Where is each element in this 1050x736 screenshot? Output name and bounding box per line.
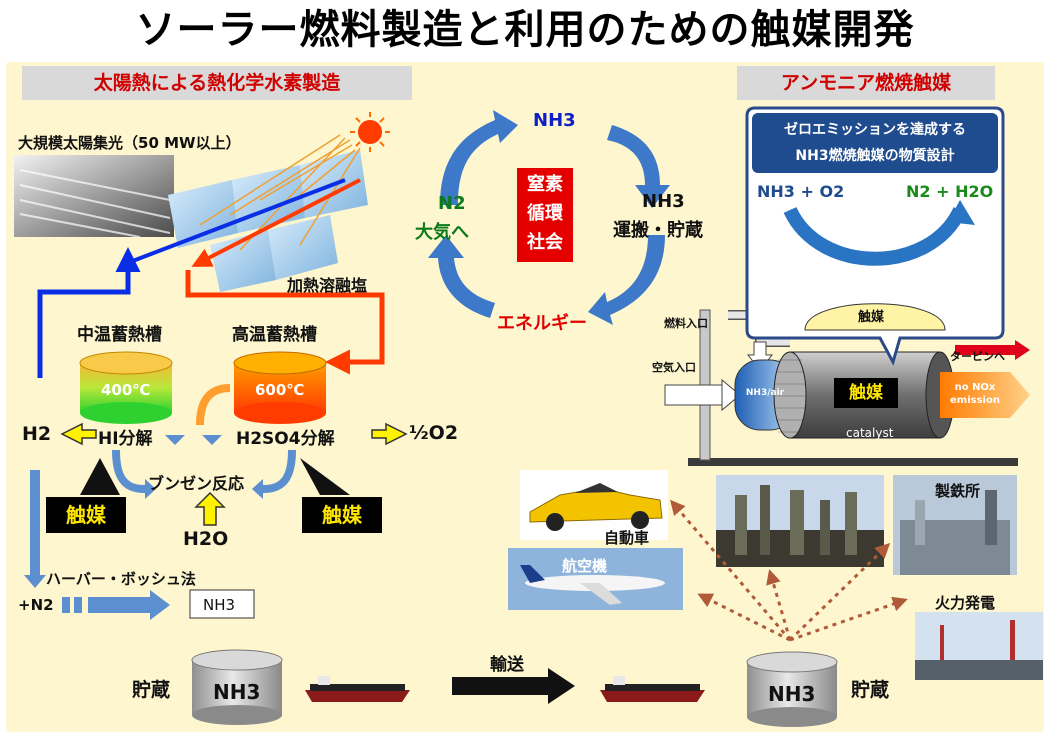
combustion-callout bbox=[745, 106, 1005, 366]
molten-salt-label: 加熱溶融塩 bbox=[287, 276, 368, 295]
high-temp-tank bbox=[233, 351, 327, 424]
storage-right-label: 貯蔵 bbox=[851, 679, 890, 701]
high-tank-temp: 600℃ bbox=[255, 381, 305, 399]
red-heat-path bbox=[185, 178, 385, 375]
transport-arrow bbox=[452, 668, 575, 704]
sun-icon bbox=[350, 112, 390, 152]
cycle-center-line-1: 窒素 bbox=[527, 174, 563, 195]
storage-tank-left bbox=[191, 649, 283, 725]
h2o-label: H2O bbox=[183, 528, 229, 550]
catalyst-box-left: 触媒 bbox=[46, 497, 126, 533]
hi-decomposition-label: HI分解 bbox=[98, 429, 153, 449]
transport-label: 輸送 bbox=[490, 655, 524, 675]
h2-label: H2 bbox=[22, 423, 52, 445]
car-label: 自動車 bbox=[604, 529, 650, 547]
core-catalyst-label: 触媒 bbox=[834, 378, 898, 408]
mid-tank-label: 中温蓄熱槽 bbox=[77, 325, 162, 345]
products-label: N2 + H2O bbox=[906, 182, 994, 201]
left-banner: 太陽熱による熱化学水素製造 bbox=[22, 66, 412, 100]
storage-left-label: 貯蔵 bbox=[132, 679, 171, 701]
fuel-inlet-label: 燃料入口 bbox=[664, 317, 708, 330]
solar-field-photo bbox=[14, 155, 174, 238]
process-arrows bbox=[24, 435, 296, 620]
blue-heat-path bbox=[37, 178, 346, 378]
turbine-label: タービンへ bbox=[950, 350, 1005, 363]
cycle-nh3-top: NH3 bbox=[533, 110, 576, 131]
plus-n2-label: +N2 bbox=[18, 596, 54, 614]
solar-photo-caption: 大規模太陽集光（50 MW以上） bbox=[18, 134, 241, 152]
tank-right-nh3: NH3 bbox=[768, 682, 816, 706]
cycle-arrows bbox=[428, 110, 670, 325]
cycle-transport-storage: 運搬・貯蔵 bbox=[613, 220, 703, 241]
page-title: ソーラー燃料製造と利用のための触媒開発 bbox=[135, 7, 915, 53]
distribution-arrows bbox=[670, 499, 908, 642]
bunsen-reaction-label: ブンゼン反応 bbox=[148, 474, 245, 493]
ship-right bbox=[600, 676, 705, 702]
mid-temp-tank bbox=[79, 351, 173, 424]
car-image bbox=[520, 470, 668, 540]
callout-line-1: ゼロエミッションを達成する bbox=[784, 122, 966, 138]
air-inlet-label: 空気入口 bbox=[652, 361, 696, 374]
cycle-to-atmosphere: 大気へ bbox=[415, 222, 469, 243]
h2so4-decomposition-label: H2SO4分解 bbox=[236, 429, 335, 449]
emission-label: no NOx emission bbox=[950, 382, 1000, 406]
reactants-label: NH3 + O2 bbox=[757, 182, 845, 201]
tank-left-nh3: NH3 bbox=[213, 680, 261, 704]
power-plant-image bbox=[915, 612, 1043, 680]
yellow-arrows bbox=[60, 422, 408, 526]
catalyst-dome-label: 触媒 bbox=[858, 310, 885, 325]
cycle-center-line-3: 社会 bbox=[527, 232, 563, 253]
nitrogen-cycle-society: 窒素 循環 社会 bbox=[517, 168, 573, 262]
callout-line-2: NH3燃焼触媒の物質設計 bbox=[795, 148, 955, 164]
mid-tank-temp: 400℃ bbox=[101, 381, 151, 399]
nh3-box-label: NH3 bbox=[203, 596, 236, 614]
steel-plant-image bbox=[893, 475, 1017, 575]
nh3-output-box bbox=[189, 589, 255, 619]
high-tank-label: 高温蓄熱槽 bbox=[232, 325, 317, 345]
power-label: 火力発電 bbox=[935, 594, 996, 612]
cycle-nh3-right: NH3 bbox=[642, 191, 685, 212]
mix-label: NH3/air bbox=[745, 388, 785, 398]
cycle-energy: エネルギー bbox=[497, 313, 587, 334]
tank-flow-arrow bbox=[196, 384, 231, 426]
cycle-n2: N2 bbox=[438, 193, 466, 214]
steel-label: 製鉄所 bbox=[935, 482, 981, 500]
half-o2-label: ½O2 bbox=[409, 422, 459, 444]
left-catalyst-pointer bbox=[80, 458, 120, 495]
haber-bosch-label: ハーバー・ボッシュ法 bbox=[46, 570, 196, 588]
plane-image bbox=[508, 548, 683, 610]
catalyst-box-right: 触媒 bbox=[302, 497, 382, 533]
plane-label: 航空機 bbox=[562, 557, 608, 575]
storage-tank-right bbox=[746, 651, 838, 727]
right-catalyst-pointer bbox=[300, 458, 350, 495]
refinery-image bbox=[716, 475, 884, 567]
ship-left bbox=[305, 676, 410, 702]
heliostat-mirrors bbox=[168, 134, 368, 292]
cycle-center-line-2: 循環 bbox=[527, 203, 563, 224]
device-caption: catalyst bbox=[846, 426, 894, 440]
right-banner: アンモニア燃焼触媒 bbox=[737, 66, 995, 100]
